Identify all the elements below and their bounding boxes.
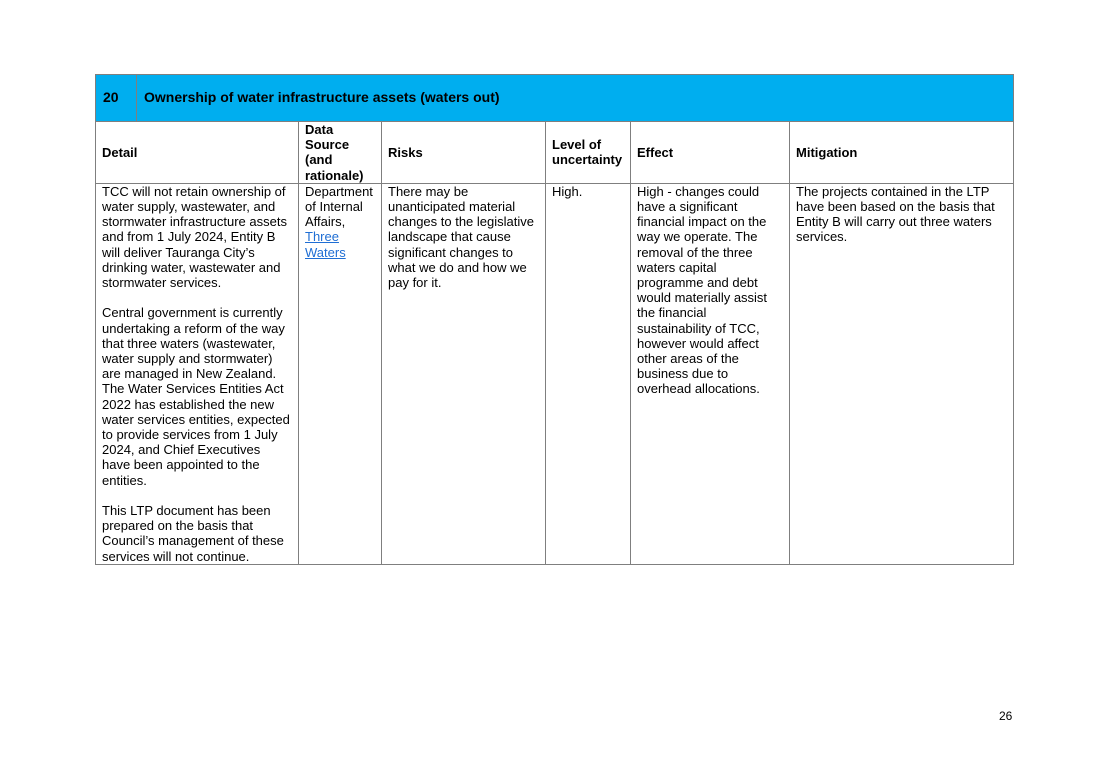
header-detail: Detail	[95, 121, 299, 184]
table-header-row: Detail Data Source (and rationale) Risks…	[95, 121, 1015, 184]
level-of-uncertainty-cell: High.	[545, 182, 631, 565]
effect-cell: High - changes could have a significant …	[630, 182, 790, 565]
detail-paragraph: TCC will not retain ownership of water s…	[102, 183, 287, 291]
header-risks: Risks	[381, 121, 546, 184]
three-waters-link[interactable]: Three Waters	[305, 229, 346, 260]
section-title-row: 20 Ownership of water infrastructure ass…	[95, 74, 1015, 122]
mitigation-cell: The projects contained in the LTP have b…	[788, 182, 1015, 565]
section-title: Ownership of water infrastructure assets…	[135, 74, 1015, 122]
detail-paragraph: This LTP document has been prepared on t…	[102, 503, 284, 564]
assumptions-table: 20 Ownership of water infrastructure ass…	[95, 74, 1015, 565]
detail-paragraph: Central government is currently undertak…	[102, 305, 290, 488]
detail-cell: TCC will not retain ownership of water s…	[95, 182, 299, 565]
data-source-cell: Department of Internal Affairs, Three Wa…	[298, 182, 382, 565]
header-data-source: Data Source (and rationale)	[298, 121, 382, 184]
header-effect: Effect	[630, 121, 790, 184]
page-number: 26	[999, 709, 1013, 723]
risks-cell: There may be unanticipated material chan…	[381, 182, 546, 565]
table-row: TCC will not retain ownership of water s…	[95, 182, 1015, 565]
data-source-text: Department of Internal Affairs,	[305, 183, 373, 230]
header-level-of-uncertainty: Level of uncertainty	[545, 121, 631, 184]
section-number: 20	[95, 74, 137, 122]
header-mitigation: Mitigation	[788, 121, 1015, 184]
